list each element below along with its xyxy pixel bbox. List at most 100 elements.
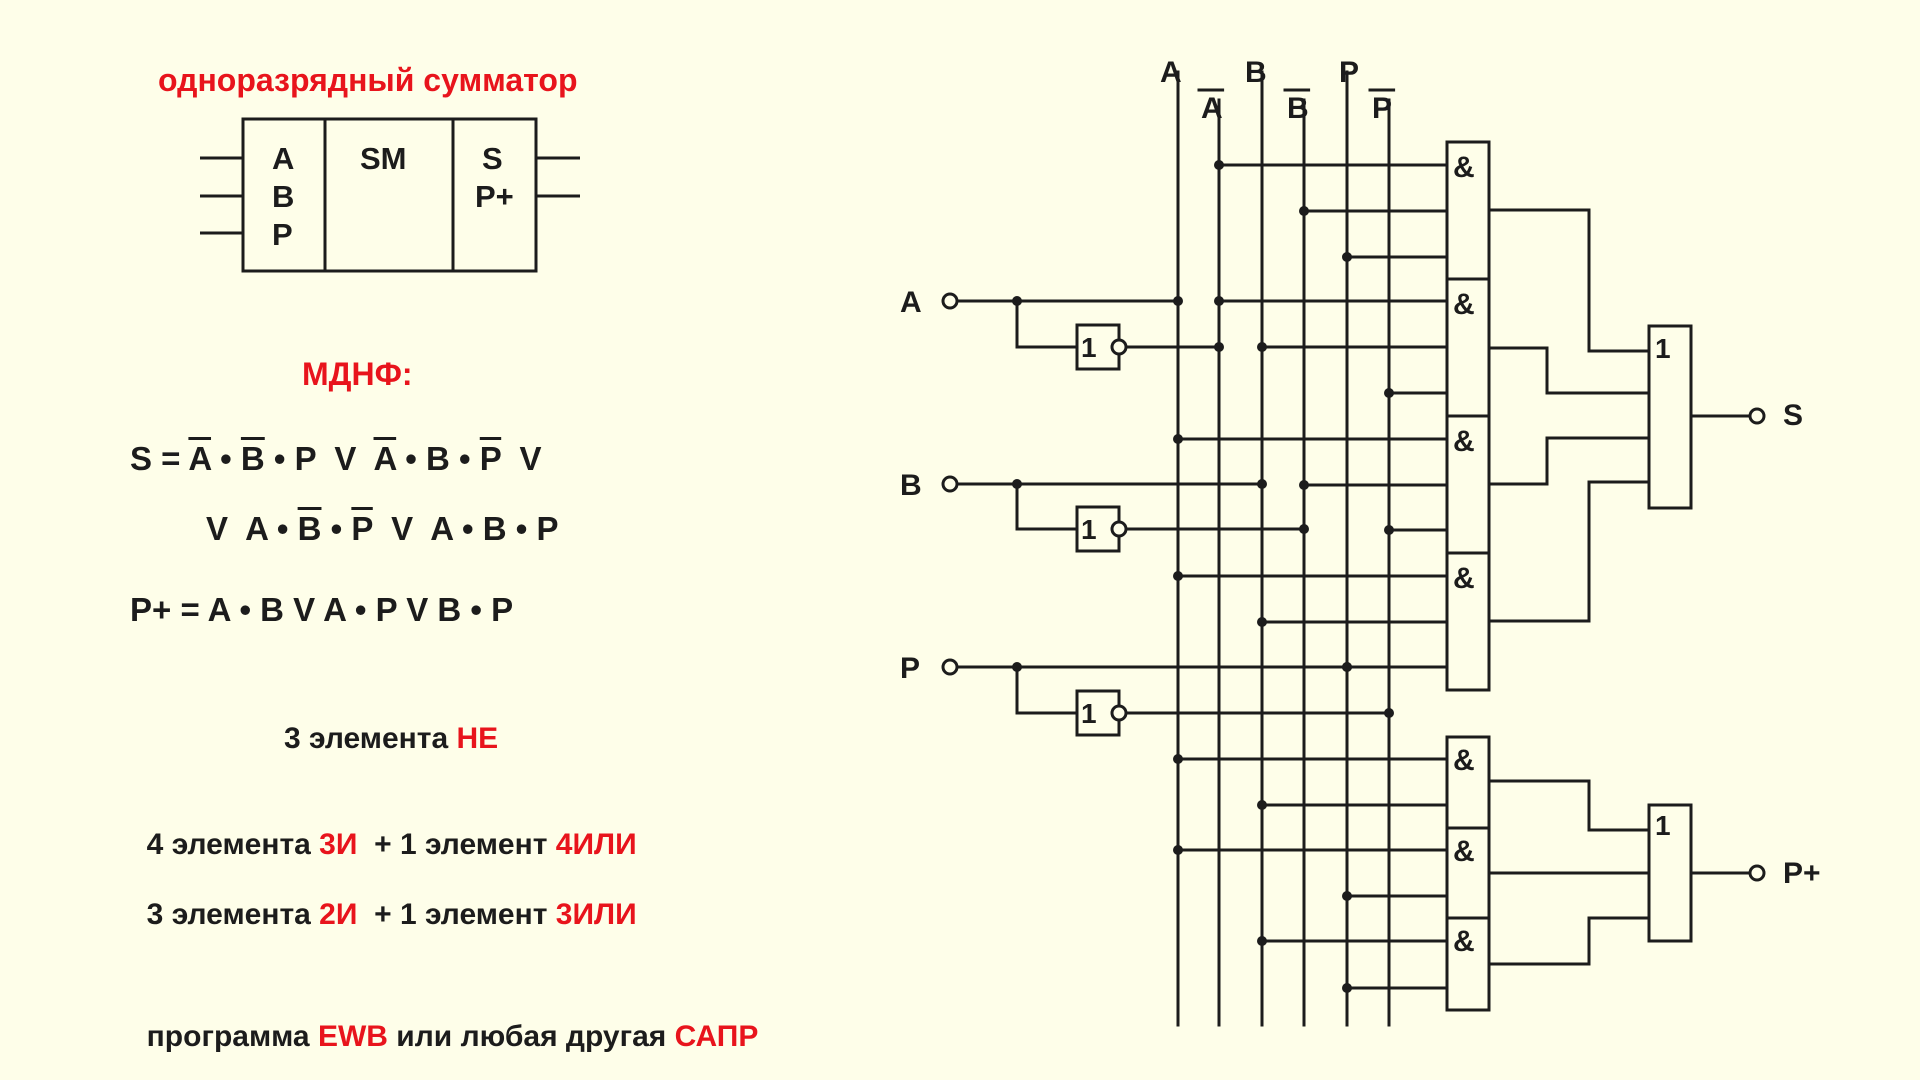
formula-token: • [321, 510, 352, 547]
formula-token: P [294, 440, 317, 477]
inverter-input-wire [1015, 301, 1077, 349]
and-symbol: & [1453, 425, 1475, 458]
note-highlight: САПР [674, 1020, 759, 1053]
carry-formula: P+ = A • B V A • P V B • P [130, 591, 514, 628]
formula-token: • [452, 510, 483, 547]
inverted-variable: A [373, 440, 397, 477]
formula-token: V [372, 510, 431, 547]
bus-label: A [1201, 92, 1223, 125]
bus-label: A [1160, 56, 1182, 89]
junction-dot [1384, 525, 1394, 535]
output-label: P+ [1783, 857, 1821, 890]
note-text: 3 элемента [284, 722, 457, 755]
inverter-symbol: 1 [1081, 514, 1097, 545]
input-label: B [900, 469, 922, 502]
terminal-ring [941, 658, 959, 676]
input-label: A [900, 286, 922, 319]
wire [1489, 779, 1649, 832]
junction-dot [1173, 434, 1183, 444]
or-symbol: 1 [1655, 810, 1671, 841]
junction-dot [1384, 388, 1394, 398]
junction-dot [1257, 479, 1267, 489]
and-symbol: & [1453, 744, 1475, 777]
formula-token: • [211, 440, 241, 477]
inverter-bubble [1110, 338, 1128, 356]
note-text: или любая другая [387, 1020, 675, 1053]
note-highlight: 2И [319, 898, 358, 931]
formula-token: • [396, 440, 427, 477]
inverter-bubble [1110, 520, 1128, 538]
formula-token: • [506, 510, 537, 547]
or-symbol: 1 [1655, 333, 1671, 364]
junction-dot [1257, 617, 1267, 627]
mdnf-heading: МДНФ: [302, 356, 413, 392]
note-highlight: EWB [317, 1020, 388, 1053]
formula-token: • [264, 440, 295, 477]
sum-formula-line2: V A • B • P V A • B • P [206, 512, 559, 545]
formula-token: • [449, 440, 480, 477]
formula-token: S [130, 440, 153, 477]
note-text: программа [146, 1020, 318, 1053]
wire [1489, 346, 1649, 395]
formula-token: V [206, 510, 246, 547]
junction-dot [1173, 754, 1183, 764]
formula-token: B [426, 440, 450, 477]
junction-dot [1299, 524, 1309, 534]
junction-dot [1257, 936, 1267, 946]
inverter-symbol: 1 [1081, 332, 1097, 363]
bus-label: B [1245, 56, 1267, 89]
junction-dot [1257, 800, 1267, 810]
wire [1489, 436, 1649, 486]
formula-token: = [152, 440, 189, 477]
junction-dot [1214, 296, 1224, 306]
junction-dot [1257, 342, 1267, 352]
and-symbol: & [1453, 151, 1475, 184]
adder-title: одноразрядный сумматор [158, 62, 578, 98]
note-highlight: 3И [319, 828, 358, 861]
terminal-ring [1748, 864, 1766, 882]
bus-label: B [1287, 92, 1309, 125]
formula-token: A [430, 510, 453, 547]
adder-center-label: SM [360, 141, 407, 176]
sum-formula-line1: S = A • B • P V A • B • P V [130, 442, 542, 475]
note-highlight: 3ИЛИ [555, 898, 637, 931]
and-symbol: & [1453, 835, 1475, 868]
wire [1489, 480, 1649, 623]
bus-label: P [1372, 92, 1392, 125]
note-text: + 1 элемент [357, 828, 556, 861]
terminal-ring [941, 292, 959, 310]
formula-token: V [501, 440, 542, 477]
inverter-symbol: 1 [1081, 698, 1097, 729]
note-text: 4 элемента [146, 828, 320, 861]
formula-token: V [316, 440, 374, 477]
note-text: + 1 элемент [357, 898, 556, 931]
junction-dot [1173, 571, 1183, 581]
adder-output-label: S [482, 141, 503, 176]
inverted-variable: P [351, 510, 373, 547]
and-symbol: & [1453, 925, 1475, 958]
junction-dot [1342, 252, 1352, 262]
inverter-input-wire [1015, 667, 1077, 715]
terminal-ring [1748, 407, 1766, 425]
inverted-variable: P [479, 440, 502, 477]
adder-input-label: B [272, 179, 295, 214]
wire [1489, 916, 1649, 966]
junction-dot [1342, 662, 1352, 672]
bus-label: P [1339, 56, 1359, 89]
wire [1489, 208, 1649, 353]
adder-input-label: P [272, 217, 293, 252]
formula-token: B [482, 510, 507, 547]
junction-dot [1299, 206, 1309, 216]
and2-elements-note: 3 элемента 2И + 1 элемент 3ИЛИ [130, 870, 637, 930]
not-elements-note: 3 элемента НЕ [284, 724, 498, 754]
and3-elements-note: 4 элемента 3И + 1 элемент 4ИЛИ [130, 800, 637, 860]
junction-dot [1299, 480, 1309, 490]
junction-dot [1342, 891, 1352, 901]
note-highlight: 4ИЛИ [555, 828, 637, 861]
output-label: S [1783, 399, 1803, 432]
note-highlight: НЕ [456, 722, 499, 755]
adder-output-label: P+ [475, 179, 514, 214]
and-symbol: & [1453, 288, 1475, 321]
terminal-ring [941, 475, 959, 493]
junction-dot [1342, 983, 1352, 993]
